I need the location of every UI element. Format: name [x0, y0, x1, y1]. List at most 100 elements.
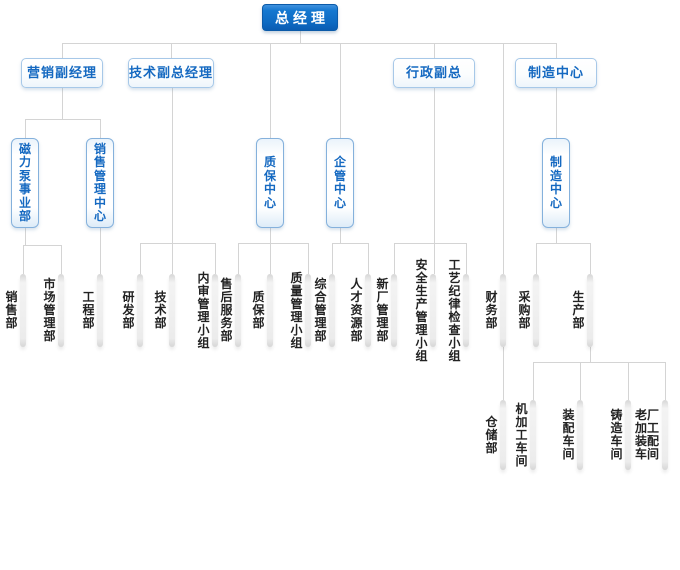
leaf-label: 市场管理部 — [43, 277, 56, 343]
leaf-label: 质量管理小组 — [290, 270, 303, 350]
connector-line — [466, 243, 467, 274]
connector-line — [270, 228, 271, 243]
connector-line — [61, 245, 62, 274]
leaf-bar — [329, 274, 335, 347]
vbox-label: 销售管理中心 — [93, 141, 106, 223]
connector-line — [394, 243, 395, 274]
connector-line — [340, 228, 341, 243]
connector-line — [434, 43, 435, 58]
connector-line — [628, 362, 629, 400]
leaf-label: 装配车间 — [562, 408, 575, 461]
leaf-bar — [430, 274, 436, 347]
leaf-label: 销售部 — [5, 290, 18, 330]
node-qa-center: 质保中心 — [256, 138, 284, 228]
leaf-label: 人才资源部 — [350, 277, 363, 343]
leaf-bar — [587, 274, 593, 347]
leaf-label: 售后服务部 — [220, 277, 233, 343]
leaf-label: 工艺纪律检查小组 — [448, 257, 461, 363]
connector-line — [270, 43, 271, 138]
vbox-label: 制造中心 — [549, 155, 562, 210]
node-old-plant-machining-assembly-workshop: 老厂加工装配车间 — [634, 400, 668, 470]
leaf-bar — [625, 400, 631, 470]
vbox-label: 磁力泵事业部 — [18, 141, 31, 223]
connector-line — [140, 243, 215, 244]
node-warehouse-dept: 仓储部 — [485, 400, 506, 470]
connector-line — [556, 43, 557, 58]
connector-line — [62, 88, 63, 119]
node-technical-deputy-gm: 技术副总经理 — [128, 58, 214, 88]
node-process-discipline-inspection-group: 工艺纪律检查小组 — [448, 258, 469, 362]
leaf-bar — [267, 274, 273, 347]
connector-line — [590, 243, 591, 274]
connector-line — [238, 243, 308, 244]
node-casting-workshop: 铸造车间 — [610, 400, 631, 470]
node-marketing-deputy-manager: 营销副经理 — [21, 58, 103, 88]
leaf-label: 仓储部 — [485, 414, 498, 455]
leaf-bar — [500, 274, 506, 347]
node-general-manager: 总经理 — [262, 4, 338, 31]
connector-line — [536, 243, 590, 244]
node-sales-dept: 销售部 — [5, 274, 26, 347]
node-magnetic-pump-division: 磁力泵事业部 — [11, 138, 39, 228]
leaf-bar — [391, 274, 397, 347]
node-enterprise-management-center: 企管中心 — [326, 138, 354, 228]
node-market-management-dept: 市场管理部 — [43, 274, 64, 347]
leaf-label: 安全生产管理小组 — [415, 257, 428, 363]
connector-line — [140, 243, 141, 274]
leaf-label: 机加工车间 — [515, 401, 528, 468]
leaf-label: 生产部 — [572, 290, 585, 330]
connector-line — [590, 347, 591, 362]
leaf-bar — [577, 400, 583, 470]
connector-line — [172, 243, 173, 274]
leaf-label: 老厂加工装配车间 — [634, 408, 659, 461]
leaf-bar — [500, 400, 506, 470]
connector-line — [332, 243, 368, 244]
connector-line — [172, 88, 173, 243]
vbox-label: 企管中心 — [333, 155, 346, 210]
leaf-bar — [20, 274, 26, 347]
leaf-bar — [305, 274, 311, 347]
leaf-label: 工程部 — [82, 290, 95, 330]
node-technology-dept: 技术部 — [154, 274, 175, 347]
leaf-label: 财务部 — [485, 290, 498, 330]
leaf-label: 质保部 — [252, 290, 265, 330]
connector-line — [434, 88, 435, 243]
leaf-bar — [169, 274, 175, 347]
node-new-plant-management-dept: 新厂管理部 — [376, 274, 397, 347]
connector-line — [25, 119, 26, 138]
leaf-bar — [97, 274, 103, 347]
leaf-bar — [137, 274, 143, 347]
leaf-label: 内审管理小组 — [197, 270, 210, 350]
node-sales-management-center: 销售管理中心 — [86, 138, 114, 228]
connector-line — [23, 245, 24, 274]
leaf-label: 铸造车间 — [610, 408, 623, 461]
leaf-bar — [235, 274, 241, 347]
connector-line — [580, 362, 581, 400]
node-production-dept: 生产部 — [572, 274, 593, 347]
connector-line — [332, 243, 333, 274]
node-qa-dept: 质保部 — [252, 274, 273, 347]
leaf-bar — [365, 274, 371, 347]
connector-line — [533, 362, 534, 400]
connector-line — [394, 243, 466, 244]
leaf-label: 新厂管理部 — [376, 277, 389, 343]
connector-line — [308, 243, 309, 274]
connector-line — [300, 31, 301, 43]
connector-line — [100, 119, 101, 138]
node-admin-deputy: 行政副总 — [393, 58, 475, 88]
node-general-management-dept: 综合管理部 — [314, 274, 335, 347]
connector-line — [100, 228, 101, 274]
node-assembly-workshop: 装配车间 — [562, 400, 583, 470]
connector-line — [503, 347, 504, 400]
connector-line — [665, 362, 666, 400]
leaf-label: 采购部 — [518, 290, 531, 330]
connector-line — [25, 228, 26, 245]
leaf-bar — [212, 274, 218, 347]
connector-line — [533, 362, 665, 363]
leaf-label: 技术部 — [154, 290, 167, 330]
connector-line — [368, 243, 369, 274]
leaf-bar — [662, 400, 668, 470]
node-manufacturing-center: 制造中心 — [515, 58, 597, 88]
connector-line — [270, 243, 271, 274]
